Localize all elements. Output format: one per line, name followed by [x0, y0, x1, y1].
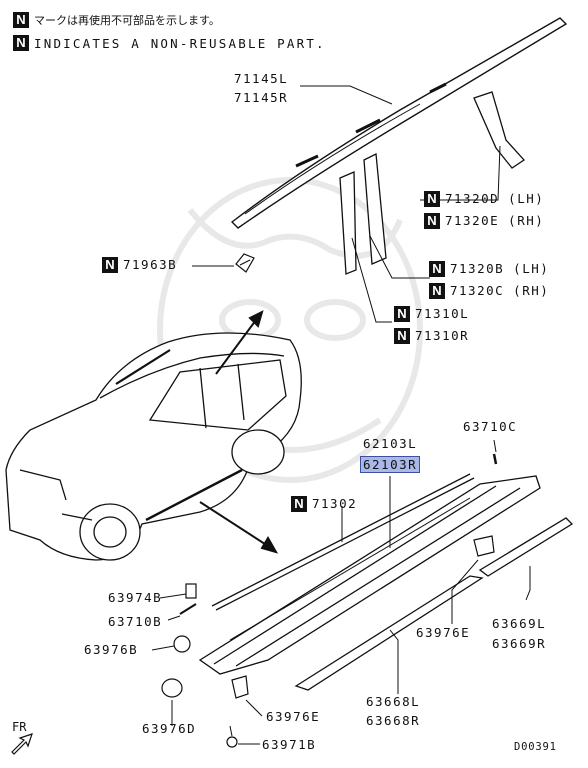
- pillar-garnish-71320b: [339, 152, 387, 275]
- part-label-63976e-lower[interactable]: 63976E: [266, 709, 321, 724]
- legend-text-jp: マークは再使用不可部品を示します。: [34, 15, 220, 27]
- part-label-71320c[interactable]: 71320C (RH): [450, 283, 550, 298]
- part-label-71145l[interactable]: 71145L: [234, 71, 289, 86]
- part-label-63971b[interactable]: 63971B: [262, 737, 317, 752]
- non-reusable-marker-icon: N: [424, 191, 440, 207]
- part-label-71310r[interactable]: 71310R: [415, 328, 470, 343]
- part-label-62103l[interactable]: 62103L: [363, 436, 418, 451]
- non-reusable-marker-icon: N: [13, 35, 29, 51]
- part-label-63668l[interactable]: 63668L: [366, 694, 421, 709]
- clip-71963b: [235, 253, 255, 273]
- part-label-71320b[interactable]: 71320B (LH): [450, 261, 550, 276]
- non-reusable-marker-icon: N: [394, 328, 410, 344]
- non-reusable-marker-icon: N: [394, 306, 410, 322]
- highlighted-part-label[interactable]: 62103R: [360, 456, 421, 473]
- part-label-71320e[interactable]: 71320E (RH): [445, 213, 545, 228]
- front-direction-label: FR: [12, 720, 27, 734]
- diagram-code: D00391: [514, 741, 557, 753]
- pillar-garnish-71320d: [473, 91, 525, 169]
- leader-lines: [151, 85, 531, 745]
- part-label-63668r[interactable]: 63668R: [366, 713, 421, 728]
- arrows: [199, 310, 279, 554]
- non-reusable-marker-icon: N: [429, 283, 445, 299]
- part-label-63976e-upper[interactable]: 63976E: [416, 625, 471, 640]
- part-label-63669l[interactable]: 63669L: [492, 616, 547, 631]
- non-reusable-marker-icon: N: [424, 213, 440, 229]
- part-label-71310l[interactable]: 71310L: [415, 306, 470, 321]
- non-reusable-marker-icon: N: [291, 496, 307, 512]
- non-reusable-marker-icon: N: [102, 257, 118, 273]
- side-sill-garnish: [198, 475, 541, 675]
- non-reusable-marker-icon: N: [13, 12, 29, 28]
- front-direction-arrow: [11, 733, 33, 755]
- part-label-71302[interactable]: 71302: [312, 496, 358, 511]
- vehicle-outline: [5, 332, 302, 561]
- part-label-71145r[interactable]: 71145R: [234, 90, 289, 105]
- part-label-63710c[interactable]: 63710C: [463, 419, 518, 434]
- part-label-63974b[interactable]: 63974B: [108, 590, 163, 605]
- part-label-63976b[interactable]: 63976B: [84, 642, 139, 657]
- part-label-71320d[interactable]: 71320D (LH): [445, 191, 545, 206]
- part-label-62103r[interactable]: 62103R: [360, 456, 421, 473]
- part-label-71963b[interactable]: 71963B: [123, 257, 178, 272]
- tape-strip-71302: [211, 473, 475, 611]
- part-label-63710b[interactable]: 63710B: [108, 614, 163, 629]
- part-label-63976d[interactable]: 63976D: [142, 721, 197, 736]
- lower-moldings: [294, 517, 574, 691]
- part-label-63669r[interactable]: 63669R: [492, 636, 547, 651]
- legend-text-en: INDICATES A NON-REUSABLE PART.: [34, 36, 326, 51]
- non-reusable-marker-icon: N: [429, 261, 445, 277]
- roof-molding: [230, 17, 568, 229]
- fasteners: [161, 453, 498, 748]
